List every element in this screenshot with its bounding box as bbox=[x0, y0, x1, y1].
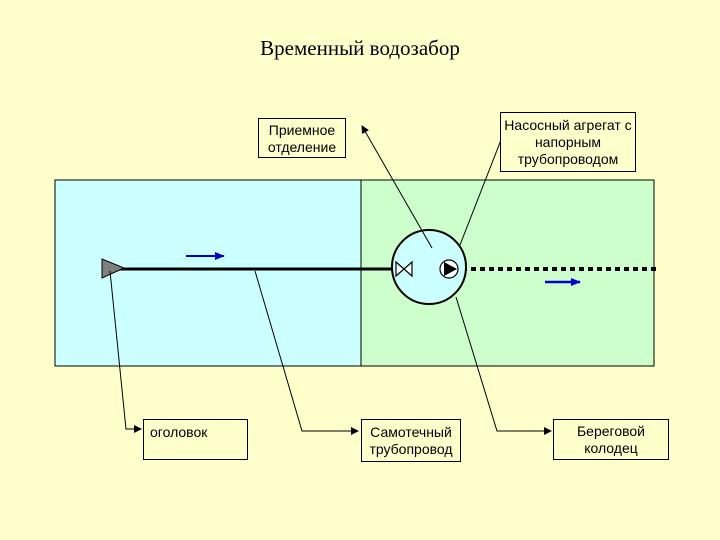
leader-intake-chamber bbox=[361, 125, 433, 249]
label-pump-unit: Насосный агрегат с напорным трубопроводо… bbox=[500, 112, 636, 172]
label-intake-chamber: Приемное отделение bbox=[258, 118, 346, 158]
diagram-title: Временный водозабор bbox=[260, 36, 460, 60]
intake-head-icon bbox=[101, 258, 126, 279]
pump-circle bbox=[391, 229, 467, 305]
label-shore-well: Береговой колодец bbox=[553, 419, 669, 460]
water-area bbox=[54, 179, 362, 367]
leader-head bbox=[109, 270, 142, 433]
valve-icon bbox=[395, 260, 413, 278]
leader-gravity-pipe bbox=[254, 270, 359, 435]
pump-icon bbox=[439, 259, 459, 279]
label-gravity-pipe: Самотечный трубопровод bbox=[361, 419, 461, 462]
leader-shore-well bbox=[455, 296, 552, 435]
label-head: оголовок bbox=[143, 419, 248, 460]
